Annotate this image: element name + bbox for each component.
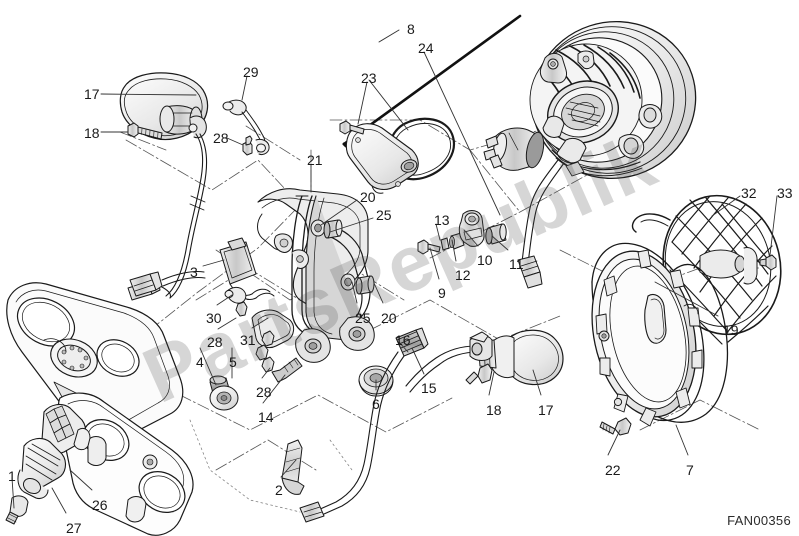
leader-line [351,281,358,304]
leader-line [373,282,384,304]
leader-line [262,374,286,404]
callout-grille-screw[interactable]: 33 [777,185,793,201]
leader-line [202,259,225,267]
leader-line [280,459,297,478]
callout-headlight-cover-screw[interactable]: 23 [361,70,377,86]
leader-line [261,367,271,379]
callout-spacer[interactable]: 25 [355,310,371,326]
callout-pin[interactable]: 14 [258,409,274,425]
callout-ignition-switch-cover[interactable]: 26 [92,497,108,513]
leader-line [398,341,409,353]
callout-screw[interactable]: 28 [207,334,223,350]
leader-line [711,195,741,217]
leader-line [532,369,542,396]
leader-line [654,281,719,317]
callout-connector[interactable]: 16 [395,332,411,348]
leader-line [329,217,374,233]
leader-line [320,199,358,226]
callout-screw[interactable]: 9 [438,285,446,301]
leader-line [357,81,368,125]
callout-relay[interactable]: 3 [190,264,198,280]
callout-screw[interactable]: 28 [213,130,229,146]
callout-turn-indicator[interactable]: 17 [538,402,554,418]
callout-long-screw[interactable]: 2 [275,482,283,498]
leader-line [100,93,197,96]
callout-screw[interactable]: 28 [256,384,272,400]
callout-headlight-shell-bracket[interactable]: 19 [723,322,739,338]
callout-adjuster-joint[interactable]: 10 [477,252,493,268]
callout-headlight-support-bracket[interactable]: 21 [307,152,323,168]
leader-line [368,79,409,131]
leader-line [675,424,689,456]
leader-line [423,51,501,216]
callout-headlight-shell[interactable]: 7 [686,462,694,478]
leader-line [411,347,425,375]
callout-clip[interactable]: 30 [206,310,222,326]
leader-line [378,29,400,43]
callout-trim-strip[interactable]: 8 [407,21,415,37]
leader-line [199,347,217,386]
callout-cable-guide[interactable]: 31 [240,332,256,348]
callout-bushing[interactable]: 20 [360,189,376,205]
leader-line [11,477,15,509]
callout-washer[interactable]: 13 [434,212,450,228]
leader-line [69,469,93,491]
callout-spacer-sleeve[interactable]: 11 [509,256,524,272]
callout-rubber-bush[interactable]: 6 [372,396,380,412]
callout-ignition-switch-screw[interactable]: 1 [8,468,16,484]
leader-line [241,75,248,101]
callout-bushing[interactable]: 20 [381,310,397,326]
leader-line [435,223,441,241]
leader-line [463,229,479,247]
callout-mirror-screw[interactable]: 18 [84,125,100,141]
callout-rear-view-mirror[interactable]: 17 [84,86,100,102]
callout-nut[interactable]: 12 [455,267,471,283]
leader-line [451,239,457,262]
leader-line [429,247,440,280]
callout-wiring-harness[interactable]: 15 [421,380,437,396]
callout-ignition-switch-body[interactable]: 27 [66,520,82,536]
leader-line [217,317,237,330]
callout-headlight-protective-grille[interactable]: 32 [741,185,757,201]
leader-line [488,371,495,396]
leader-line [491,235,509,251]
leader-line [216,294,233,306]
callout-spacer[interactable]: 25 [376,207,392,223]
drawing-code: FAN00356 [727,513,791,528]
leader-line [51,487,67,514]
leader-line [769,195,778,256]
callout-turn-indicator-screw[interactable]: 18 [486,402,502,418]
callout-headlight-gasket[interactable]: 24 [418,40,434,56]
leader-line [607,429,621,456]
callout-shell-screw[interactable]: 22 [605,462,621,478]
callout-rubber-mount[interactable]: 4 [196,354,204,370]
callout-grommet[interactable]: 5 [229,354,237,370]
leader-line [251,317,269,329]
leader-line [226,137,244,146]
callout-wiring-bracket[interactable]: 29 [243,64,259,80]
